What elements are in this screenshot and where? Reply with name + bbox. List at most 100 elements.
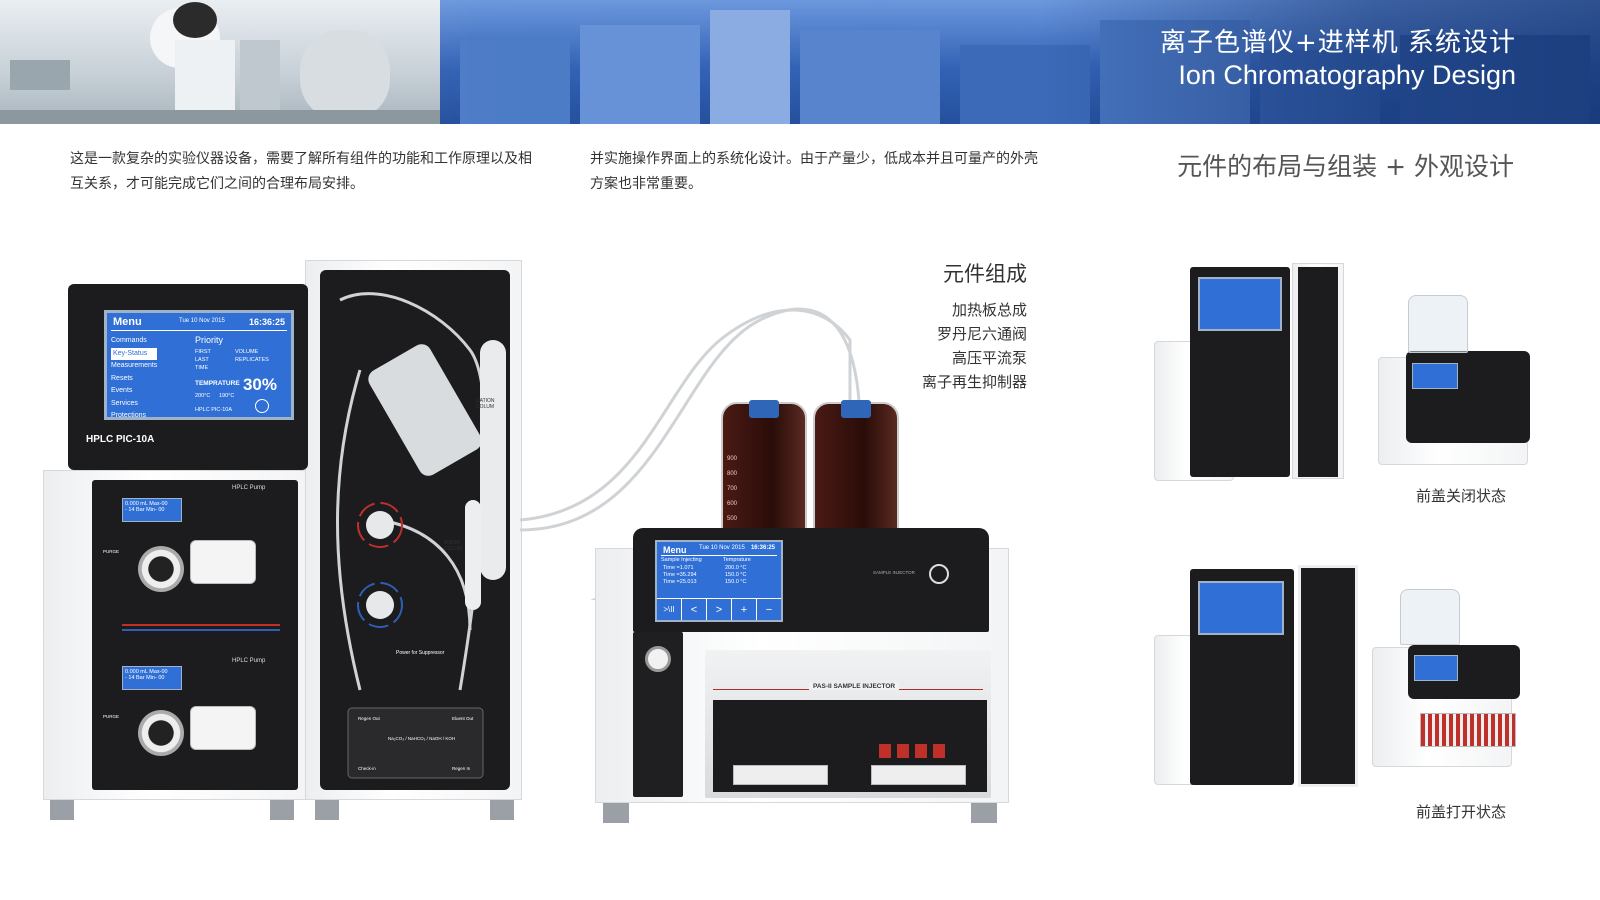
screen-time-label: TIME xyxy=(195,365,209,371)
play-pause-button[interactable]: >\II xyxy=(657,599,682,620)
bottle-mark: 700 xyxy=(727,486,738,492)
screen-menu-item[interactable]: Resets xyxy=(111,374,133,382)
screen-priority-label: Priority xyxy=(195,335,224,345)
screen-date: Tue 10 Nov 2015 xyxy=(699,545,745,551)
sample-injecting-title: Sample Injecting xyxy=(661,557,702,563)
screen-replicates-label: REPLICATES xyxy=(235,357,269,363)
hplc-instrument: Menu Tue 10 Nov 2015 16:36:25 Commands K… xyxy=(40,258,525,823)
render-closed-state xyxy=(1150,255,1530,495)
control-head: Menu Tue 10 Nov 2015 16:36:25 Commands K… xyxy=(68,284,308,470)
column-plumbing-illustration xyxy=(336,292,506,779)
lab-scene-illustration xyxy=(0,2,440,124)
screen-divider xyxy=(661,555,777,556)
suppressor-text: Na₂CO₃ / NaHCO₃ / NaOH / KOH xyxy=(388,736,456,741)
components-title: 元件组成 xyxy=(943,262,1027,286)
temperature-title: Temprature xyxy=(723,557,751,563)
component-item: 离子再生抑制器 xyxy=(921,373,1027,391)
screen-volume-label: VOLUME xyxy=(235,349,259,355)
plus-button[interactable]: + xyxy=(732,599,757,620)
sample-row: Time =1.071 xyxy=(663,565,694,571)
pump-head-2 xyxy=(190,706,256,750)
component-item: 高压平流泵 xyxy=(951,349,1027,367)
bottle-mark: 800 xyxy=(727,471,738,477)
pump-flow-readout: 0.000 mL Max-00 xyxy=(125,669,168,675)
sample-tray-right[interactable] xyxy=(871,765,966,785)
sample-tray-left[interactable] xyxy=(733,765,828,785)
brand-logo xyxy=(255,399,269,413)
open-injector-screen xyxy=(1414,655,1458,681)
injector-screen: Menu Tue 10 Nov 2015 16:36:25 Sample Inj… xyxy=(655,540,783,622)
foot xyxy=(603,803,629,823)
pump-readout-2: 0.000 mL Max-00 - 14 Bar Min- 00 xyxy=(122,666,182,690)
check-in-label: Check-in xyxy=(358,766,376,771)
temperature-row: 150.0 °C xyxy=(725,572,747,578)
purge-label: PURGE xyxy=(103,549,120,554)
suppressor-power-label: Power for Suppressor xyxy=(396,650,445,656)
bottle-mark: 900 xyxy=(727,456,738,462)
foot xyxy=(490,800,514,820)
injector-brand-label: SAMPLE INJECTOR xyxy=(873,570,915,575)
pump-label: HPLC Pump xyxy=(232,485,266,491)
brand-logo xyxy=(929,564,949,584)
screen-divider xyxy=(111,330,287,331)
closed-bottles xyxy=(1408,295,1468,353)
cation-column-label: CATION COLUM xyxy=(476,398,495,410)
component-item: 罗丹尼六通阀 xyxy=(936,325,1027,343)
screen-menu-item[interactable]: Protections xyxy=(111,412,147,419)
screen-temp-2: 190°C xyxy=(219,393,235,399)
regen-out-label: Regen Out xyxy=(358,716,380,721)
screen-menu-item-selected[interactable]: Key-Status xyxy=(111,347,158,360)
screen-control-bar: >\II < > + − xyxy=(657,598,781,620)
screen-menu-title: Menu xyxy=(663,545,687,555)
sample-row: Time =35.294 xyxy=(663,572,697,578)
temperature-row: 200.0 °C xyxy=(725,565,747,571)
render-open-state xyxy=(1150,565,1530,795)
foot xyxy=(971,803,997,823)
screen-date: Tue 10 Nov 2015 xyxy=(179,318,225,324)
hplc-model-label: HPLC PIC-10A xyxy=(86,434,155,445)
pump-label: HPLC Pump xyxy=(232,658,266,664)
screen-temperature-label: TEMPRATURE xyxy=(195,380,240,387)
minus-button[interactable]: − xyxy=(765,604,773,616)
regen-in-label: Regen In xyxy=(452,766,471,771)
closed-injector-screen xyxy=(1412,363,1458,389)
closed-state-caption: 前盖关闭状态 xyxy=(1416,487,1507,505)
divider-blue xyxy=(122,629,280,631)
screen-menu-item[interactable]: Measurements xyxy=(111,362,158,369)
temperature-row: 150.0 °C xyxy=(725,579,747,585)
screen-menu-list: Commands Key-Status Measurements Resets … xyxy=(111,335,158,423)
foot xyxy=(270,800,294,820)
pump-wheel-1[interactable] xyxy=(138,546,184,592)
prev-button[interactable]: < xyxy=(682,599,707,620)
screen-footer: HPLC PIC-10A xyxy=(195,407,232,413)
vial-row xyxy=(879,744,949,758)
screen-time: 16:36:25 xyxy=(750,545,775,551)
lab-photo-left xyxy=(0,0,440,124)
screen-menu-item[interactable]: Events xyxy=(111,387,133,394)
pump-wheel-2[interactable] xyxy=(138,710,184,756)
screen-last-label: LAST xyxy=(195,357,209,363)
bottle-cap xyxy=(749,400,779,418)
screen-menu-item[interactable]: Commands xyxy=(111,337,147,344)
pump-pressure-readout: - 14 Bar Min- 00 xyxy=(125,507,165,513)
sample-injector: 900 800 700 600 500 Menu Tue 10 Nov 2015… xyxy=(593,400,1011,825)
screen-percent: 30% xyxy=(242,375,277,394)
eluent-out-label: Eluent Out xyxy=(452,716,474,721)
anion-column-label: ANION COLUM xyxy=(444,540,463,552)
open-hplc-screen xyxy=(1198,581,1284,635)
intro-paragraph-1: 这是一款复杂的实验仪器设备，需要了解所有组件的功能和工作原理以及相互关系，才可能… xyxy=(70,151,532,192)
next-button[interactable]: > xyxy=(707,599,732,620)
intro-paragraph-2: 并实施操作界面上的系统化设计。由于产量少，低成本并且可量产的外壳方案也非常重要。 xyxy=(590,151,1038,192)
bottle-mark: 500 xyxy=(727,516,738,522)
hplc-screen: Menu Tue 10 Nov 2015 16:36:25 Commands K… xyxy=(104,310,294,420)
reagent-bottle xyxy=(813,402,899,532)
open-state-caption: 前盖打开状态 xyxy=(1416,803,1507,821)
tray-label: PAS-II SAMPLE INJECTOR xyxy=(809,683,900,690)
open-vial-tray xyxy=(1420,713,1516,747)
banner-title-chinese: 离子色谱仪+进样机 系统设计 xyxy=(1159,28,1516,58)
banner-shade xyxy=(1040,0,1600,124)
screen-menu-item[interactable]: Services xyxy=(111,399,138,407)
foot xyxy=(315,800,339,820)
screen-menu-title: Menu xyxy=(113,316,142,328)
